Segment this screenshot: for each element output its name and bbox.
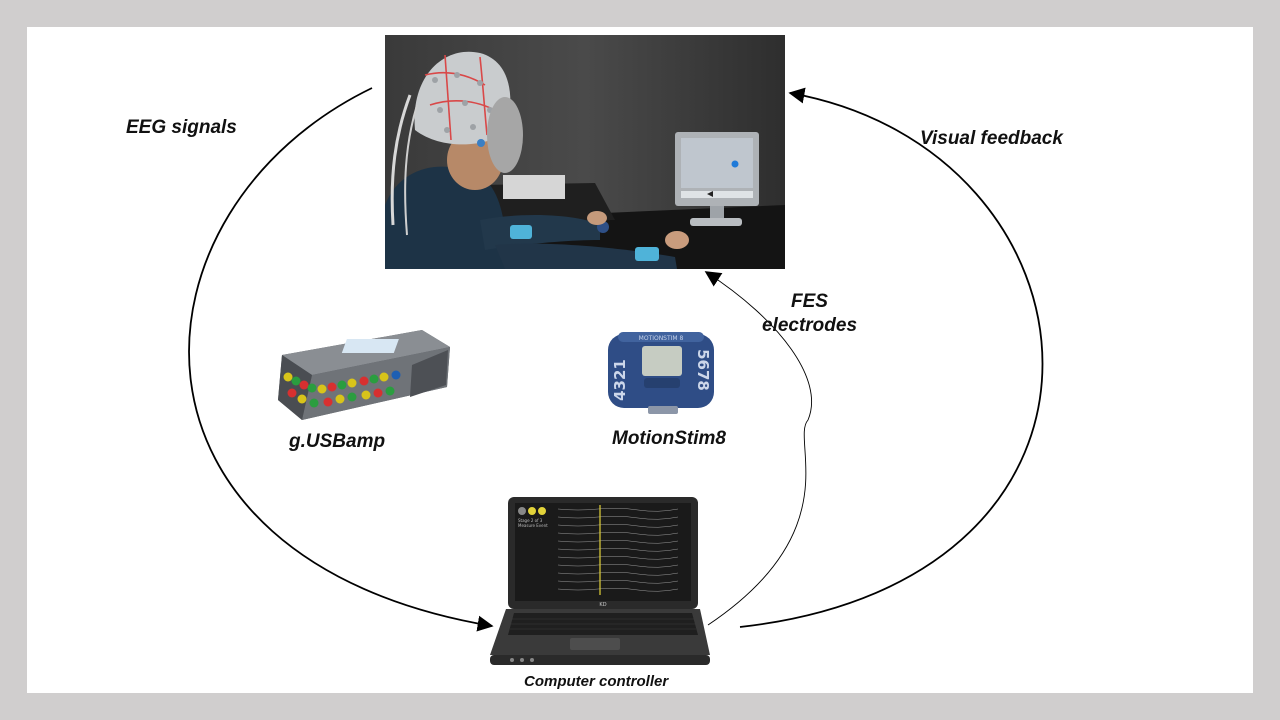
monitor-icon (675, 132, 759, 226)
motionstim-device-icon: MOTIONSTIM 8 4321 5678 (608, 332, 714, 414)
eeg-signals-label: EEG signals (126, 117, 237, 138)
fes-electrodes-label: FES electrodes (752, 290, 867, 338)
computer-controller-label: Computer controller (524, 673, 669, 690)
svg-text:Measure Event: Measure Event (518, 523, 548, 528)
svg-text:KD: KD (599, 602, 606, 608)
motionstim-display (642, 346, 682, 376)
fes-band-left (510, 225, 532, 239)
motionstim-label: MotionStim8 (612, 428, 726, 449)
svg-text:4321: 4321 (611, 359, 629, 401)
visual-feedback-arrow (739, 87, 1044, 628)
fes-electrodes-line2: electrodes (761, 315, 858, 336)
usbamp-label-sticker (341, 339, 399, 353)
visual-feedback-label: Visual feedback (920, 128, 1063, 149)
subject-photo (385, 35, 785, 269)
face-blur (487, 97, 523, 173)
eeg-signals-arrow (188, 87, 494, 632)
laptop-icon: Stage 2 of 3 Measure Event KD (490, 497, 710, 665)
usbamp-label: g.USBamp (289, 431, 386, 452)
svg-text:5678: 5678 (694, 349, 712, 391)
usbamp-device-icon (278, 330, 450, 420)
svg-text:MOTIONSTIM 8: MOTIONSTIM 8 (639, 335, 684, 342)
fes-electrodes-arrow (704, 271, 813, 626)
laptop-touchpad (570, 638, 620, 650)
fes-band-right (635, 247, 659, 261)
svg-text:Stage 2 of 3: Stage 2 of 3 (518, 518, 543, 523)
fes-electrodes-line1: FES (791, 291, 828, 312)
